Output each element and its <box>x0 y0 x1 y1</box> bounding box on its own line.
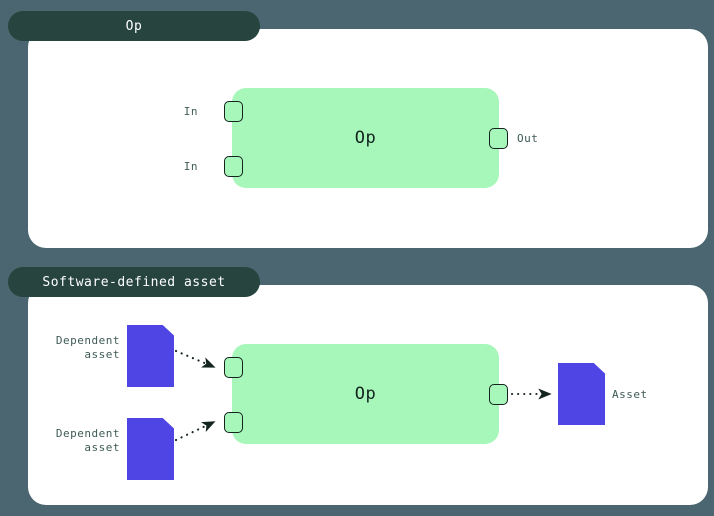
asset-document-icon-output[interactable] <box>558 363 605 425</box>
dependent-asset-label-1: Dependent asset <box>55 334 120 361</box>
port-out-2[interactable] <box>489 384 508 405</box>
asset-document-icon-dependent-1[interactable] <box>127 325 174 387</box>
op-node-top[interactable]: Op <box>232 88 499 188</box>
port-in-3[interactable] <box>224 357 243 378</box>
port-in-4[interactable] <box>224 412 243 433</box>
op-node-bottom[interactable]: Op <box>232 344 499 444</box>
port-label-out-1: Out <box>517 132 539 145</box>
port-in-1[interactable] <box>224 101 243 122</box>
port-label-in-1: In <box>183 105 198 118</box>
port-label-in-2: In <box>183 160 198 173</box>
op-node-bottom-label: Op <box>354 384 377 404</box>
dependent-asset-label-2: Dependent asset <box>55 427 120 454</box>
op-node-top-label: Op <box>354 128 377 148</box>
port-out-1[interactable] <box>489 128 508 149</box>
asset-output-label: Asset <box>612 388 648 401</box>
panel-tab-software-defined-asset: Software-defined asset <box>8 267 260 297</box>
asset-document-icon-dependent-2[interactable] <box>127 418 174 480</box>
port-in-2[interactable] <box>224 156 243 177</box>
panel-tab-op: Op <box>8 11 260 41</box>
